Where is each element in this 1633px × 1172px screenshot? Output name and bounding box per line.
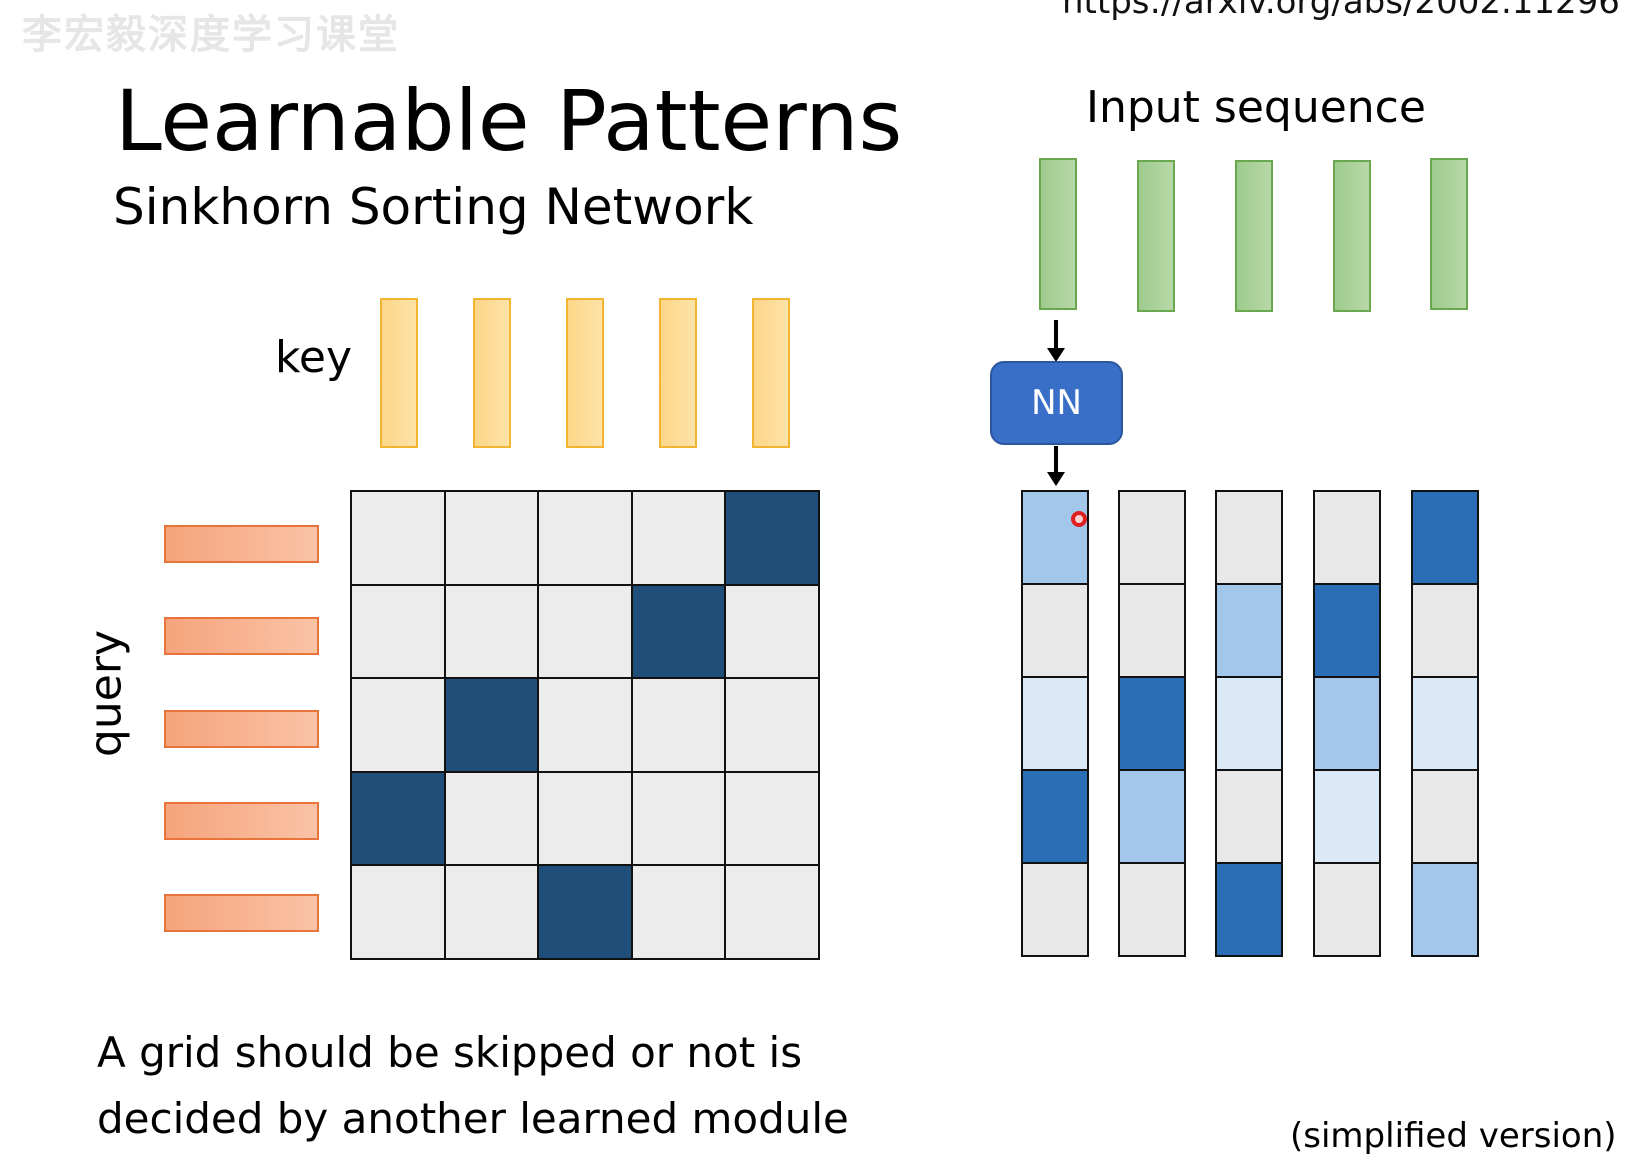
grid-cell-selected: [352, 772, 444, 865]
input-vector: [1235, 160, 1273, 312]
nn-module-box: NN: [990, 361, 1123, 445]
sorting-cell: [1023, 864, 1087, 955]
query-label: query: [80, 630, 132, 758]
grid-cell: [632, 772, 725, 865]
key-vector: [380, 298, 418, 448]
sorting-cell: [1023, 585, 1087, 676]
cursor-pointer-icon: [1071, 511, 1087, 527]
input-sequence-label: Input sequence: [1086, 82, 1426, 133]
grid-cell-selected: [445, 679, 538, 771]
arrow-down-icon: [1047, 446, 1065, 486]
sorting-cell: [1315, 585, 1379, 676]
sorting-cell: [1413, 585, 1477, 676]
query-vector: [164, 525, 319, 563]
grid-cell: [445, 772, 538, 865]
sorting-cell: [1023, 771, 1087, 862]
sorting-cell: [1217, 771, 1281, 862]
sorting-cell: [1023, 492, 1087, 583]
input-vector: [1333, 160, 1371, 312]
sorting-cell: [1120, 585, 1184, 676]
grid-cell: [539, 772, 631, 865]
key-vector: [659, 298, 697, 448]
input-vector: [1039, 158, 1077, 310]
grid-cell: [726, 866, 818, 958]
sorting-cell: [1413, 864, 1477, 955]
sorting-column: [1411, 490, 1479, 957]
sorting-cell: [1315, 492, 1379, 583]
grid-cell: [352, 585, 444, 678]
query-vector: [164, 894, 319, 932]
grid-cell: [352, 492, 444, 584]
sorting-cell: [1413, 771, 1477, 862]
nn-label: NN: [1031, 383, 1082, 423]
grid-cell: [539, 492, 631, 584]
grid-cell: [539, 585, 631, 678]
sorting-cell: [1315, 771, 1379, 862]
query-vector: [164, 802, 319, 840]
grid-cell: [445, 585, 538, 678]
sorting-cell: [1120, 678, 1184, 769]
grid-cell: [726, 772, 818, 865]
caption-line: decided by another learned module: [97, 1094, 849, 1143]
source-url: https://arxiv.org/abs/2002.11296: [1062, 0, 1620, 22]
simplified-version-note: (simplified version): [1290, 1116, 1617, 1156]
attention-grid: [350, 490, 820, 960]
sorting-cell: [1217, 864, 1281, 955]
grid-cell: [726, 585, 818, 678]
sorting-column: [1021, 490, 1089, 957]
sorting-column: [1313, 490, 1381, 957]
key-vector: [473, 298, 511, 448]
key-label: key: [275, 332, 353, 383]
sorting-cell: [1217, 585, 1281, 676]
input-vector: [1430, 158, 1468, 310]
sorting-cell: [1413, 678, 1477, 769]
arrow-down-icon: [1047, 320, 1065, 362]
grid-cell: [352, 679, 444, 771]
key-vector: [566, 298, 604, 448]
grid-cell: [632, 492, 725, 584]
sorting-cell: [1120, 492, 1184, 583]
arrow-connectors: [1047, 320, 1065, 486]
grid-cell: [632, 679, 725, 771]
slide-title: Learnable Patterns: [115, 72, 903, 170]
grid-cell: [632, 866, 725, 958]
caption: A grid should be skipped or not is decid…: [97, 1020, 849, 1152]
sorting-cell: [1217, 678, 1281, 769]
sorting-cell: [1023, 678, 1087, 769]
sorting-column: [1118, 490, 1186, 957]
query-vector: [164, 617, 319, 655]
sorting-cell: [1315, 678, 1379, 769]
sorting-cell: [1413, 492, 1477, 583]
sorting-cell: [1315, 864, 1379, 955]
grid-cell-selected: [726, 492, 818, 584]
sorting-cell: [1120, 771, 1184, 862]
slide-subtitle: Sinkhorn Sorting Network: [113, 178, 754, 236]
watermark-logo: 李宏毅深度学习课堂: [22, 12, 400, 58]
key-vector: [752, 298, 790, 448]
grid-cell: [352, 866, 444, 958]
sorting-column: [1215, 490, 1283, 957]
sorting-cell: [1120, 864, 1184, 955]
grid-cell-selected: [539, 866, 631, 958]
grid-cell: [726, 679, 818, 771]
grid-cell-selected: [632, 585, 725, 678]
grid-cell: [539, 679, 631, 771]
grid-cell: [445, 866, 538, 958]
query-vector: [164, 710, 319, 748]
input-vector: [1137, 160, 1175, 312]
sorting-cell: [1217, 492, 1281, 583]
grid-cell: [445, 492, 538, 584]
caption-line: A grid should be skipped or not is: [97, 1028, 803, 1077]
